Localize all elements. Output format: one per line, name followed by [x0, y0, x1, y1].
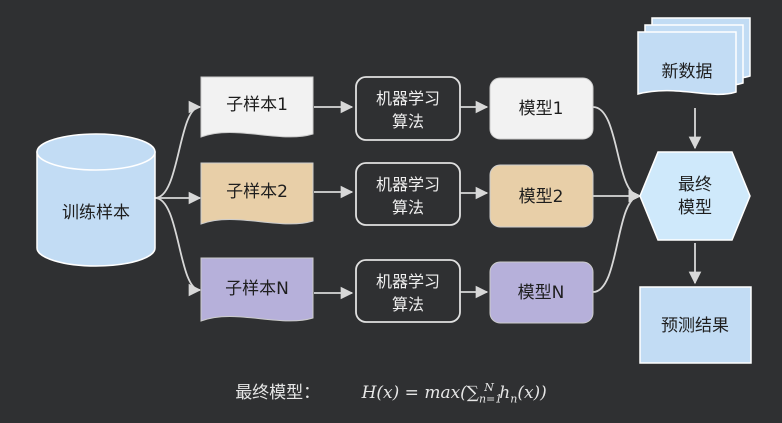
- algo-n-line2: 算法: [392, 295, 424, 314]
- algo-1-line1: 机器学习: [376, 89, 440, 108]
- prediction-box: 预测结果: [639, 286, 752, 364]
- arrow-modelN-final: [592, 189, 642, 293]
- formula-sum-sup: N: [484, 381, 494, 395]
- algo-2-line2: 算法: [392, 198, 424, 217]
- new-data-docs: 新数据: [637, 17, 751, 96]
- connectors: [154, 100, 702, 300]
- model-box-n: 模型N: [489, 261, 594, 324]
- formula-prefix: 最终模型：: [235, 383, 321, 403]
- prediction-label: 预测结果: [661, 316, 729, 336]
- sample-doc-1: 子样本1: [200, 76, 314, 138]
- sample-doc-2: 子样本2: [200, 162, 314, 225]
- model-n-label: 模型N: [518, 283, 565, 303]
- final-model-line2: 模型: [678, 198, 712, 218]
- formula-tail: (x)): [517, 383, 547, 403]
- algo-box-1: 机器学习 算法: [355, 76, 461, 141]
- sample-1-label: 子样本1: [226, 95, 288, 115]
- final-model-hexagon: 最终 模型: [639, 151, 751, 241]
- model-box-2: 模型2: [489, 164, 594, 228]
- algo-1-line2: 算法: [392, 112, 424, 131]
- sample-n-label: 子样本N: [225, 279, 289, 299]
- formula-math: H(x) = max(∑n=1N hn(x)): [361, 381, 547, 406]
- new-data-label: 新数据: [662, 62, 713, 82]
- algo-box-n: 机器学习 算法: [355, 259, 461, 323]
- formula-rhs-sub: n: [510, 392, 518, 406]
- formula-lhs: H(x) = max(∑: [361, 383, 479, 403]
- final-model-line1: 最终: [678, 175, 712, 195]
- formula-sum-sub: n=1: [478, 392, 503, 406]
- arrow-source-sample1: [154, 100, 202, 199]
- formula-rhs: h: [493, 383, 511, 403]
- training-samples-label: 训练样本: [62, 203, 130, 223]
- algo-2-line1: 机器学习: [376, 175, 440, 194]
- sample-doc-n: 子样本N: [200, 257, 314, 322]
- model-2-label: 模型2: [519, 187, 564, 207]
- algo-n-line1: 机器学习: [376, 272, 440, 291]
- algo-box-2: 机器学习 算法: [355, 162, 461, 226]
- training-samples-cylinder: 训练样本: [36, 133, 156, 267]
- arrow-model1-final: [592, 106, 642, 203]
- formula: 最终模型： H(x) = max(∑n=1N hn(x)): [0, 378, 782, 405]
- sample-2-label: 子样本2: [226, 182, 288, 202]
- model-box-1: 模型1: [489, 77, 594, 140]
- model-1-label: 模型1: [519, 99, 564, 119]
- arrow-source-sampleN: [154, 197, 202, 297]
